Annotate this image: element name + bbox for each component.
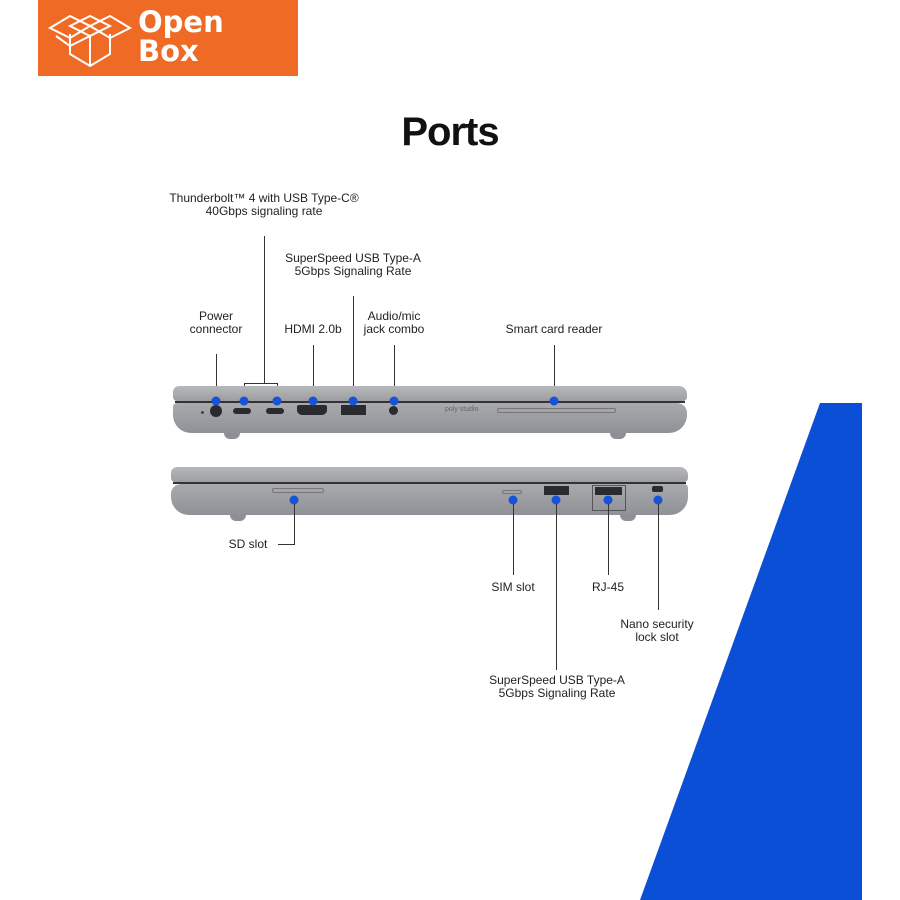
label-smart-card: Smart card reader bbox=[505, 322, 603, 336]
port-marker bbox=[289, 495, 299, 505]
leader-line bbox=[658, 504, 659, 610]
page-title: Ports bbox=[401, 110, 499, 154]
port-marker bbox=[211, 396, 221, 406]
usb-c-port bbox=[233, 408, 251, 414]
usb-a-port bbox=[341, 405, 366, 415]
sim-slot bbox=[502, 490, 522, 494]
port-marker bbox=[551, 495, 561, 505]
label-line: connector bbox=[189, 322, 243, 336]
label-sd-slot: SD slot bbox=[228, 537, 268, 551]
label-usb-a-right: SuperSpeed USB Type-A 5Gbps Signaling Ra… bbox=[489, 674, 625, 700]
poly-studio-branding: poly studio bbox=[445, 406, 479, 413]
port-marker bbox=[549, 396, 559, 406]
power-port bbox=[210, 405, 222, 417]
label-line: 40Gbps signaling rate bbox=[205, 204, 323, 218]
leader-line bbox=[244, 383, 278, 384]
rj45-port bbox=[592, 485, 626, 511]
label-line: lock slot bbox=[635, 630, 679, 644]
label-rj45: RJ-45 bbox=[591, 580, 625, 594]
usb-a-port bbox=[544, 486, 569, 495]
port-marker bbox=[348, 396, 358, 406]
label-usb-a-left: SuperSpeed USB Type-A 5Gbps Signaling Ra… bbox=[285, 252, 421, 278]
leader-line bbox=[294, 504, 295, 544]
sd-slot bbox=[272, 488, 324, 493]
label-power: Power connector bbox=[190, 310, 243, 336]
label-line: SuperSpeed USB Type-A bbox=[285, 251, 421, 265]
logo-text-box: Box bbox=[138, 34, 199, 68]
security-lock-slot bbox=[652, 486, 663, 492]
label-thunderbolt: Thunderbolt™ 4 with USB Type-C® 40Gbps s… bbox=[169, 192, 358, 218]
hdmi-port bbox=[297, 405, 327, 415]
leader-line bbox=[216, 354, 217, 401]
label-line: Nano security bbox=[620, 617, 694, 631]
port-marker bbox=[603, 495, 613, 505]
label-line: Audio/mic bbox=[367, 309, 421, 323]
port-marker bbox=[272, 396, 282, 406]
leader-line bbox=[554, 345, 555, 401]
port-marker bbox=[239, 396, 249, 406]
label-nano-lock: Nano security lock slot bbox=[620, 618, 693, 644]
audio-jack bbox=[389, 406, 398, 415]
port-marker bbox=[308, 396, 318, 406]
label-line: SuperSpeed USB Type-A bbox=[489, 673, 625, 687]
leader-line bbox=[313, 345, 314, 401]
leader-line bbox=[556, 504, 557, 670]
label-line: jack combo bbox=[363, 322, 425, 336]
open-box-logo: Open Box bbox=[38, 0, 298, 76]
usb-c-port bbox=[266, 408, 284, 414]
port-marker bbox=[508, 495, 518, 505]
leader-line bbox=[278, 544, 295, 545]
label-hdmi: HDMI 2.0b bbox=[284, 322, 342, 336]
label-sim-slot: SIM slot bbox=[491, 580, 535, 594]
leader-line bbox=[394, 345, 395, 401]
label-audio: Audio/mic jack combo bbox=[364, 310, 425, 336]
label-line: Thunderbolt™ 4 with USB Type-C® bbox=[169, 191, 359, 205]
port-marker bbox=[389, 396, 399, 406]
label-line: Power bbox=[198, 309, 234, 323]
label-line: 5Gbps Signaling Rate bbox=[498, 686, 616, 700]
label-line: 5Gbps Signaling Rate bbox=[294, 264, 412, 278]
smart-card-slot bbox=[497, 408, 616, 413]
box-icon bbox=[48, 14, 132, 68]
leader-line bbox=[353, 296, 354, 401]
logo-text-open: Open bbox=[138, 5, 224, 39]
leader-line bbox=[513, 504, 514, 575]
leader-line bbox=[608, 504, 609, 575]
leader-line bbox=[264, 236, 265, 383]
port-marker bbox=[653, 495, 663, 505]
